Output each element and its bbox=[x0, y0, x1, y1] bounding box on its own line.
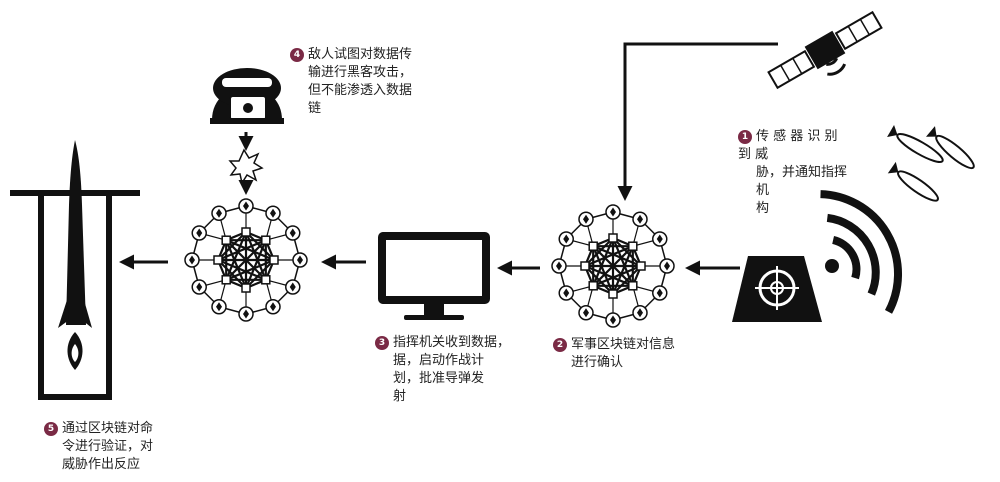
missile-silo-icon bbox=[10, 140, 140, 400]
step-badge: 2 bbox=[553, 338, 567, 352]
note-line: 输进行黑客攻击， bbox=[308, 65, 413, 80]
blockchain-network-icon bbox=[551, 204, 675, 328]
step-badge: 3 bbox=[375, 336, 389, 350]
step-note-5: 5 通过区块链对命 令进行验证，对 威胁作出反应 bbox=[44, 420, 194, 474]
radar-station-icon bbox=[732, 256, 822, 322]
step-note-3: 3 指挥机关收到数据， 据，启动作战计 划，批准导弹发 射 bbox=[375, 334, 515, 406]
note-line: 射 bbox=[393, 389, 407, 404]
signal-waves-icon bbox=[820, 190, 902, 314]
note-line: 划，批准导弹发 bbox=[393, 371, 485, 386]
note-line: 指挥机关收到数据， bbox=[393, 335, 511, 350]
note-line: 构 bbox=[756, 201, 770, 216]
note-line: 通过区块链对命 bbox=[62, 421, 154, 436]
satellite-link-arrow bbox=[617, 42, 778, 201]
note-line: 据，启动作战计 bbox=[393, 353, 485, 368]
note-line: 令进行验证，对 bbox=[62, 439, 154, 454]
satellite-icon bbox=[767, 10, 883, 90]
note-line: 威胁作出反应 bbox=[62, 457, 141, 472]
note-line: 军事区块链对信息 bbox=[571, 337, 676, 352]
hacker-icon bbox=[210, 68, 284, 124]
step-badge: 4 bbox=[290, 48, 304, 62]
note-line: 胁，并通知指挥机 bbox=[756, 165, 848, 198]
blockchain-network-icon bbox=[184, 198, 308, 322]
missile-icon bbox=[887, 124, 975, 202]
note-line: 链 bbox=[308, 101, 322, 116]
step-badge: 5 bbox=[44, 422, 58, 436]
note-line: 敌人试图对数据传 bbox=[308, 47, 413, 62]
note-line: 进行确认 bbox=[571, 355, 624, 370]
monitor-icon bbox=[378, 232, 490, 320]
note-line: 传 感 器 识 别 到 威 bbox=[738, 129, 838, 162]
note-line: 但不能渗透入数据 bbox=[308, 83, 413, 98]
explosion-icon bbox=[228, 148, 264, 185]
step-note-4: 4 敌人试图对数据传 输进行黑客攻击， 但不能渗透入数据 链 bbox=[290, 46, 440, 118]
step-note-2: 2 军事区块链对信息 进行确认 bbox=[553, 336, 693, 372]
step-badge: 1 bbox=[738, 130, 752, 144]
